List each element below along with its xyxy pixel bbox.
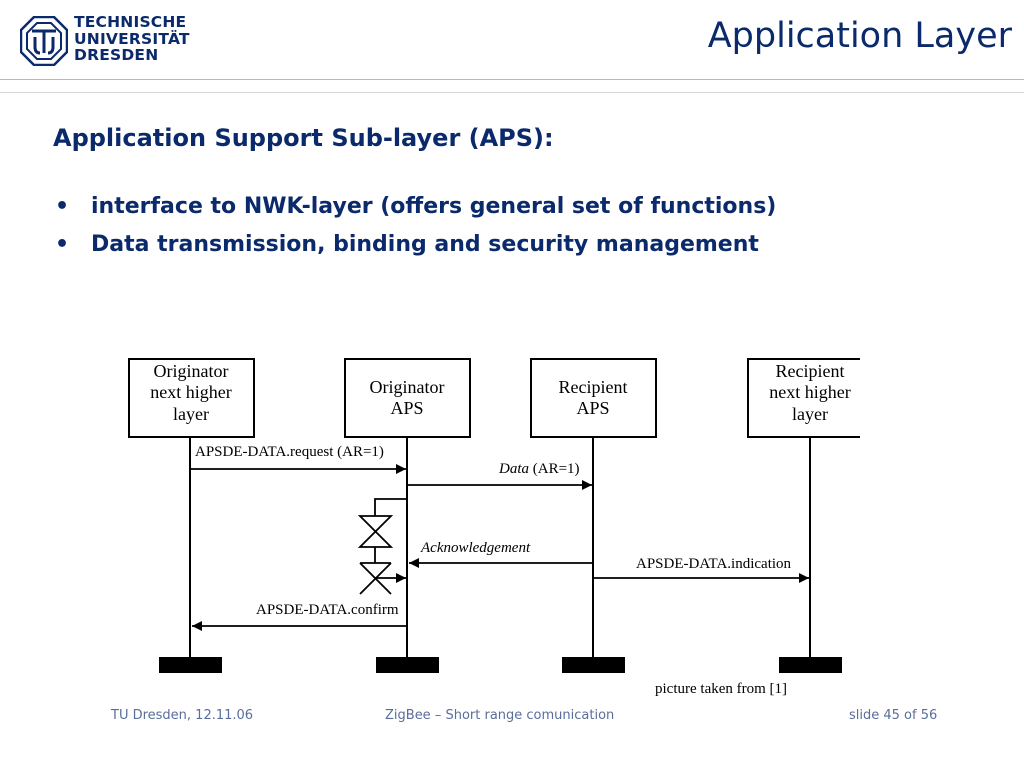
message-label: Data (AR=1) — [498, 461, 580, 477]
entity-originator-nhl: Originator next higher layer — [128, 358, 255, 438]
bullet-icon: • — [55, 194, 70, 219]
tu-dresden-logo: TECHNISCHE UNIVERSITÄT DRESDEN — [20, 14, 190, 68]
bullet-text: Data transmission, binding and security … — [91, 232, 759, 257]
tu-logo-icon — [20, 16, 68, 66]
bullet-icon: • — [55, 232, 70, 257]
footer-center: ZigBee – Short range comunication — [385, 708, 615, 723]
lifeline-end-bar — [376, 657, 439, 673]
message-label: Acknowledgement — [420, 540, 531, 556]
logo-wordmark: TECHNISCHE UNIVERSITÄT DRESDEN — [74, 14, 190, 64]
hourglass-icon — [357, 515, 394, 548]
message-acknowledgement: Acknowledgement — [409, 540, 593, 568]
logo-line-3: DRESDEN — [74, 46, 159, 64]
logo-line-1: TECHNISCHE — [74, 13, 187, 31]
message-label-rest: (AR=1) — [529, 461, 580, 477]
entity-label-line: APS — [390, 398, 423, 418]
entity-label-line: Originator — [154, 361, 229, 381]
entity-label-line: layer — [792, 404, 828, 424]
entity-label-line: layer — [173, 404, 209, 424]
logo-line-2: UNIVERSITÄT — [74, 29, 190, 48]
message-request: APSDE-DATA.request (AR=1) — [190, 444, 406, 474]
footer-left: TU Dresden, 12.11.06 — [111, 708, 254, 723]
lifeline-end-bar — [779, 657, 842, 673]
bullet-text: interface to NWK-layer (offers general s… — [91, 194, 777, 219]
sequence-diagram: Originator next higher layer Originator … — [128, 358, 860, 673]
footer-slide-number: slide 45 of 56 — [849, 708, 938, 723]
message-indication: APSDE-DATA.indication — [593, 556, 809, 583]
lifeline-end-bar — [159, 657, 222, 673]
message-data: Data (AR=1) — [407, 461, 592, 490]
entity-recipient-nhl: Recipient next higher layer — [747, 358, 860, 438]
header-rule-top — [0, 79, 1024, 80]
lifeline-end-bar — [562, 657, 625, 673]
bullet-item: • Data transmission, binding and securit… — [55, 232, 776, 270]
entity-label-line: next higher — [150, 382, 231, 402]
message-label: APSDE-DATA.confirm — [256, 602, 399, 618]
entity-label-line: Recipient — [559, 377, 628, 397]
message-confirm: APSDE-DATA.confirm — [192, 602, 407, 631]
image-source-caption: picture taken from [1] — [655, 681, 788, 697]
message-label: APSDE-DATA.request (AR=1) — [195, 444, 384, 460]
section-heading: Application Support Sub-layer (APS): — [53, 124, 554, 152]
bullet-item: • interface to NWK-layer (offers general… — [55, 194, 776, 232]
entity-recipient-aps: Recipient APS — [530, 358, 657, 438]
message-label-italic: Data — [498, 461, 529, 477]
entity-originator-aps: Originator APS — [344, 358, 471, 438]
retransmission-timer — [357, 498, 407, 595]
entity-label-line: next higher — [769, 382, 850, 402]
entity-label-line: APS — [576, 398, 609, 418]
entity-label-line: Recipient — [776, 361, 845, 381]
bullet-list: • interface to NWK-layer (offers general… — [55, 194, 776, 270]
message-label: APSDE-DATA.indication — [636, 556, 792, 572]
header-rule-bottom — [0, 92, 1024, 93]
entity-label-line: Originator — [370, 377, 445, 397]
slide-title: Application Layer — [707, 16, 1012, 56]
